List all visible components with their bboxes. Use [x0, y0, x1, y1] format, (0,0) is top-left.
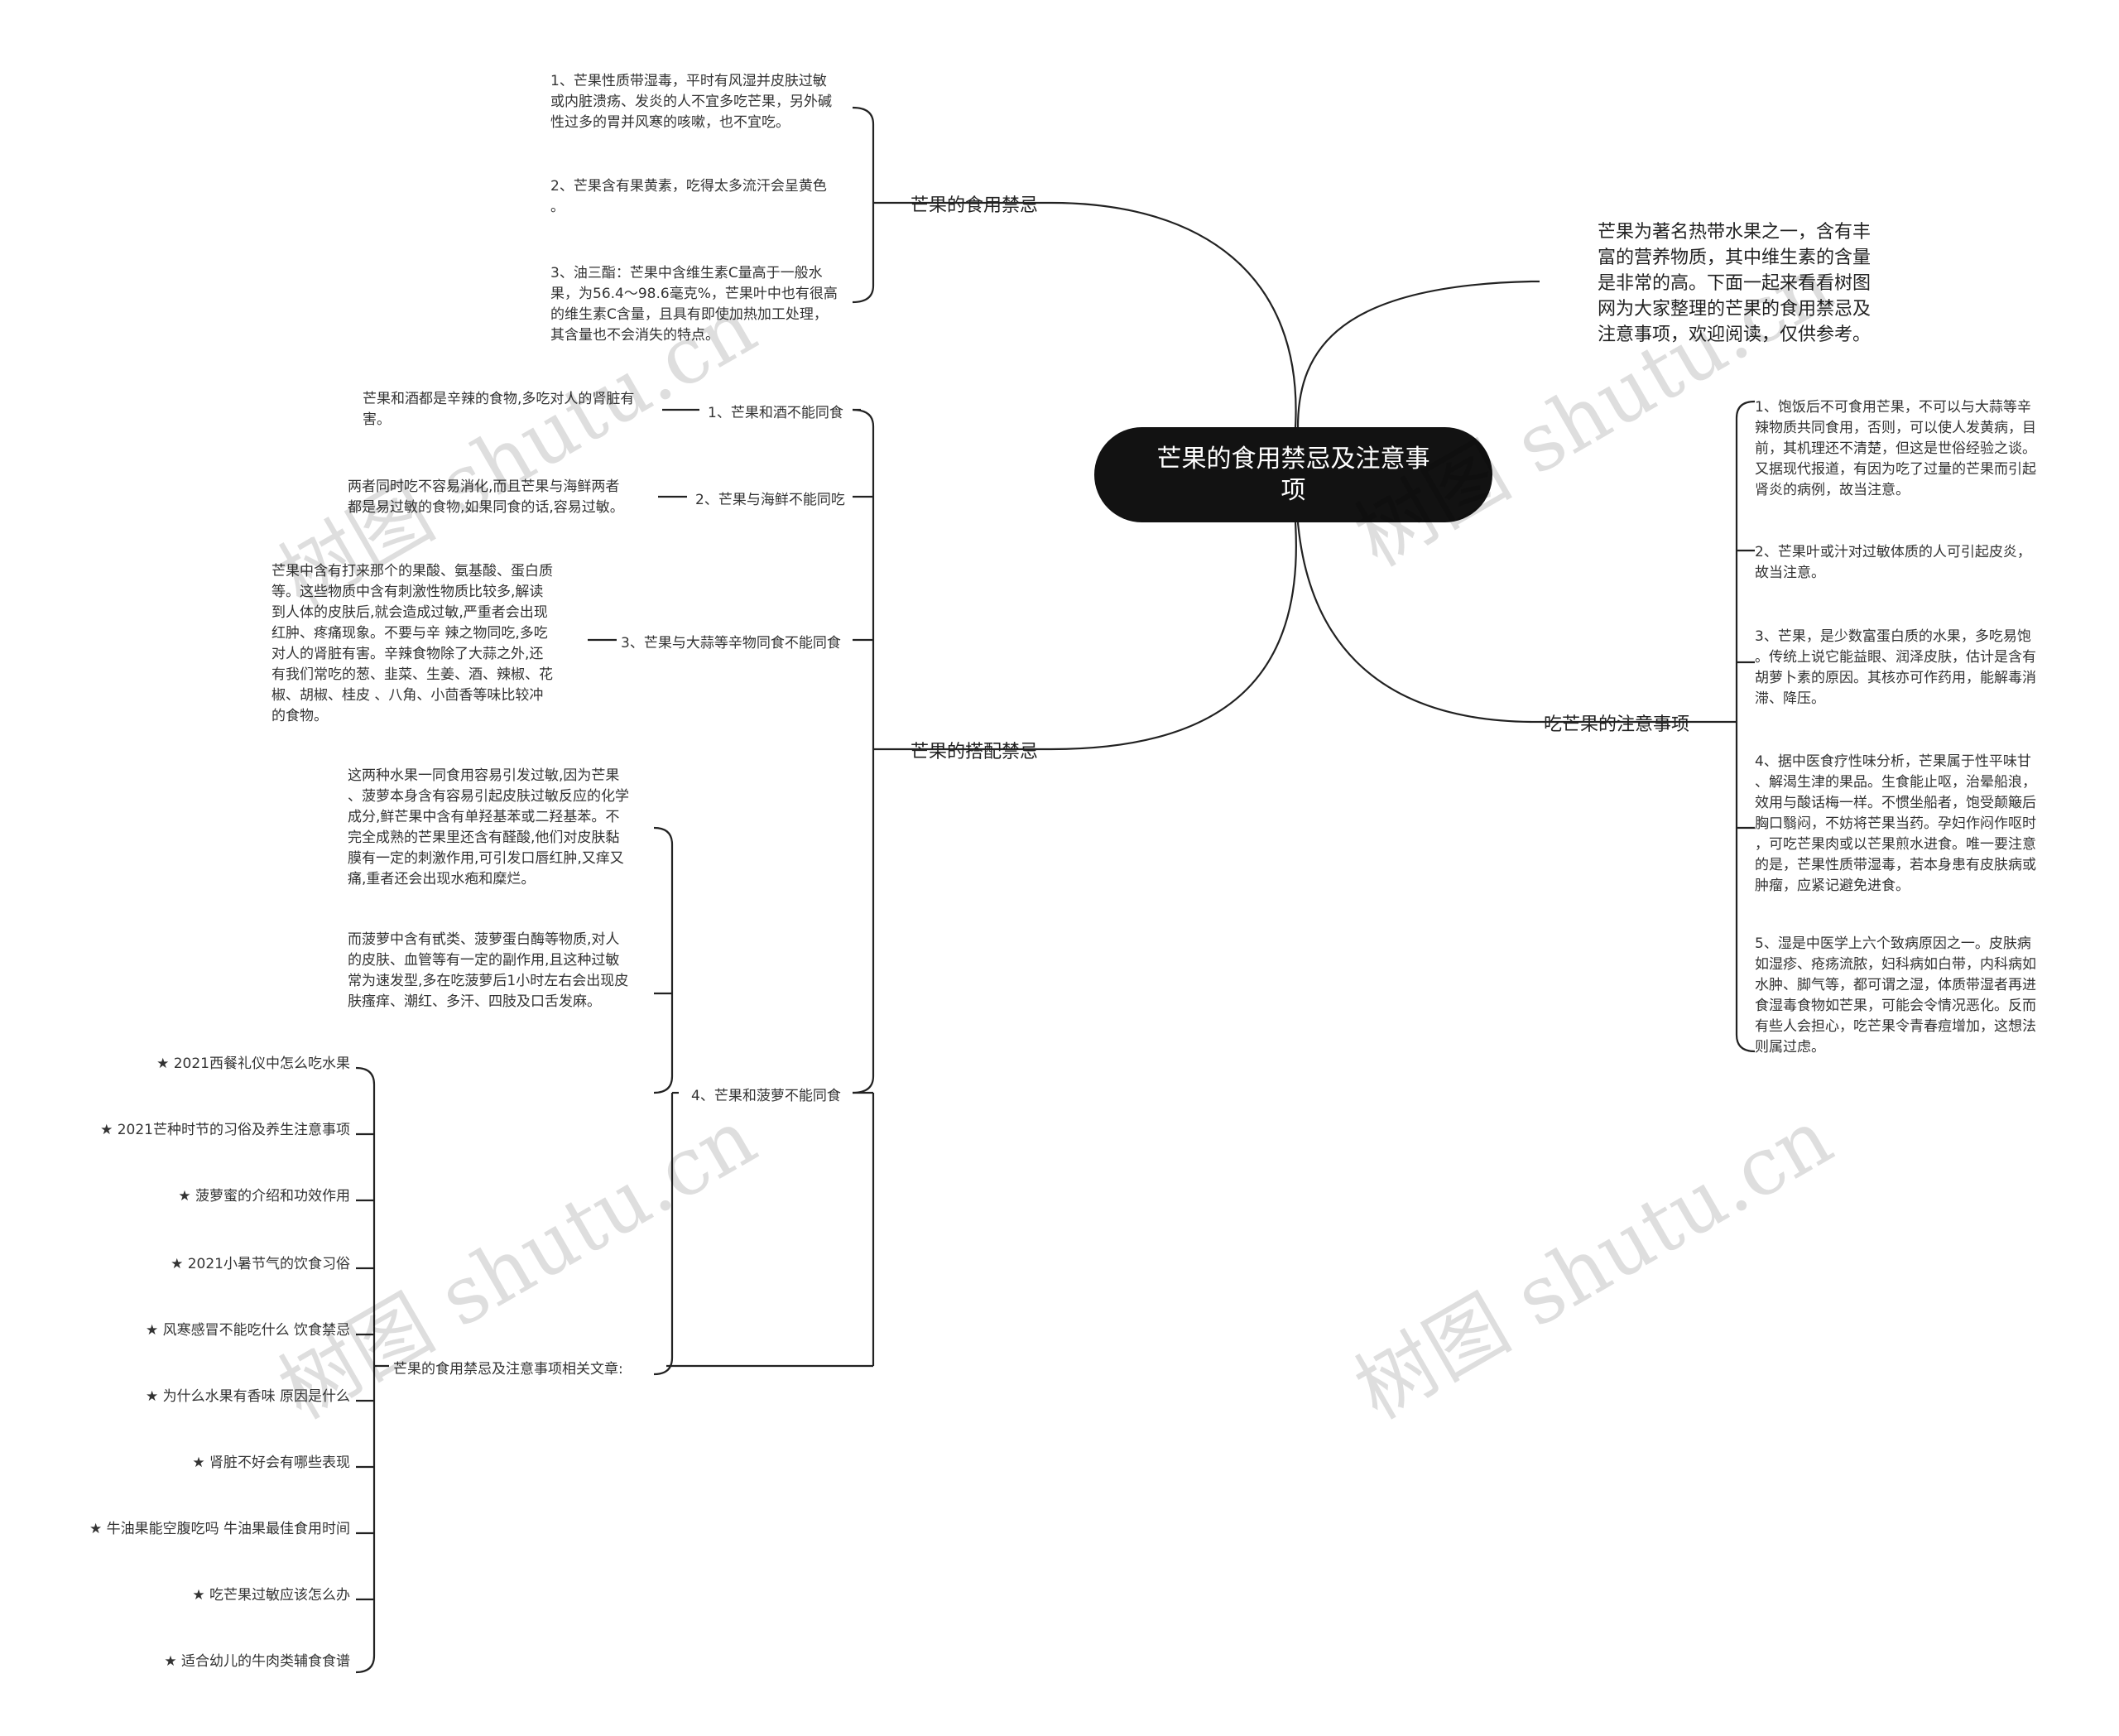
link-center-intro — [1296, 280, 1532, 428]
pairing-sub-3[interactable]: 3、芒果与大蒜等辛物同食不能同食 — [621, 635, 841, 652]
food-taboo-item-2: 2、芒果含有果黄素，吃得太多流汗会呈黄色 。 — [550, 178, 827, 215]
food-taboo-item-1: 1、芒果性质带湿毒，平时有风湿并皮肤过敏 或内脏溃疡、发炎的人不宜多吃芒果，另外… — [550, 73, 832, 131]
branch-pairing-taboo[interactable]: 芒果的搭配禁忌 — [911, 742, 1039, 762]
precaution-item-3: 3、芒果，是少数富蛋白质的水果，多吃易饱 。传统上说它能益眼、润泽皮肤，估计是含… — [1755, 628, 2036, 707]
central-topic[interactable]: 芒果的食用禁忌及注意事 项 — [1094, 427, 1492, 522]
branch-food-taboo[interactable]: 芒果的食用禁忌 — [911, 195, 1039, 216]
sub4-bracket — [653, 826, 674, 1376]
related-bracket — [355, 1066, 376, 1674]
related-articles-label[interactable]: 芒果的食用禁忌及注意事项相关文章: — [393, 1361, 623, 1378]
pairing-detail-1: 芒果和酒都是辛辣的食物,多吃对人的肾脏有 害。 — [363, 391, 635, 428]
pairing-detail-2: 两者同时吃不容易消化,而且芒果与海鲜两者 都是易过敏的食物,如果同食的话,容易过… — [348, 478, 624, 516]
pairing-sub-1[interactable]: 1、芒果和酒不能同食 — [708, 405, 843, 421]
related-link-5[interactable]: ★ 风寒感冒不能吃什么 饮食禁忌 — [145, 1322, 350, 1339]
pairing-sub-4[interactable]: 4、芒果和菠萝不能同食 — [691, 1088, 841, 1104]
precaution-item-5: 5、湿是中医学上六个致病原因之一。皮肤病 如湿疹、疮疡流脓，妇科病如白带，内科病… — [1755, 935, 2036, 1056]
related-link-4[interactable]: ★ 2021小暑节气的饮食习俗 — [171, 1256, 350, 1272]
branch-precautions[interactable]: 吃芒果的注意事项 — [1544, 714, 1690, 735]
b3-bracket — [1735, 400, 1756, 1053]
precaution-item-4: 4、据中医食疗性味分析，芒果属于性平味甘 、解渴生津的果品。生食能止呕，治晕船浪… — [1755, 753, 2036, 894]
related-link-3[interactable]: ★ 菠萝蜜的介绍和功效作用 — [178, 1188, 350, 1205]
precaution-item-2: 2、芒果叶或汁对过敏体质的人可引起皮炎， 故当注意。 — [1755, 544, 2031, 581]
related-link-10[interactable]: ★ 适合幼儿的牛肉类辅食食谱 — [164, 1653, 350, 1670]
related-link-9[interactable]: ★ 吃芒果过敏应该怎么办 — [192, 1587, 350, 1604]
link-center-b2 — [1050, 522, 1297, 751]
intro-text: 芒果为著名热带水果之一，含有丰 富的营养物质，其中维生素的含量 是非常的高。下面… — [1598, 222, 1872, 345]
related-link-2[interactable]: ★ 2021芒种时节的习俗及养生注意事项 — [100, 1122, 350, 1138]
related-link-7[interactable]: ★ 肾脏不好会有哪些表现 — [192, 1455, 350, 1471]
link-center-b3 — [1296, 522, 1532, 724]
related-link-1[interactable]: ★ 2021西餐礼仪中怎么吃水果 — [156, 1056, 350, 1072]
related-link-8[interactable]: ★ 牛油果能空腹吃吗 牛油果最佳食用时间 — [89, 1521, 350, 1537]
pairing-detail-4b: 而菠萝中含有甙类、菠萝蛋白酶等物质,对人 的皮肤、血管等有一定的副作用,且这种过… — [348, 931, 629, 1010]
b2-bracket — [852, 408, 875, 1094]
precaution-item-1: 1、饱饭后不可食用芒果，不可以与大蒜等辛 辣物质共同食用，否则，可以使人发黄病，… — [1755, 399, 2036, 498]
pairing-detail-3: 芒果中含有打来那个的果酸、氨基酸、蛋白质 等。这些物质中含有刺激性物质比较多,解… — [271, 563, 553, 724]
link-center-b1 — [1050, 201, 1297, 428]
pairing-sub-2[interactable]: 2、芒果与海鲜不能同吃 — [695, 492, 845, 508]
b1-bracket — [852, 106, 875, 304]
related-link-6[interactable]: ★ 为什么水果有香味 原因是什么 — [145, 1388, 350, 1405]
food-taboo-item-3: 3、油三酯：芒果中含维生素C量高于一般水 果，为56.4～98.6毫克%，芒果叶… — [550, 265, 838, 344]
pairing-detail-4a: 这两种水果一同食用容易引发过敏,因为芒果 、菠萝本身含有容易引起皮肤过敏反应的化… — [348, 767, 629, 887]
